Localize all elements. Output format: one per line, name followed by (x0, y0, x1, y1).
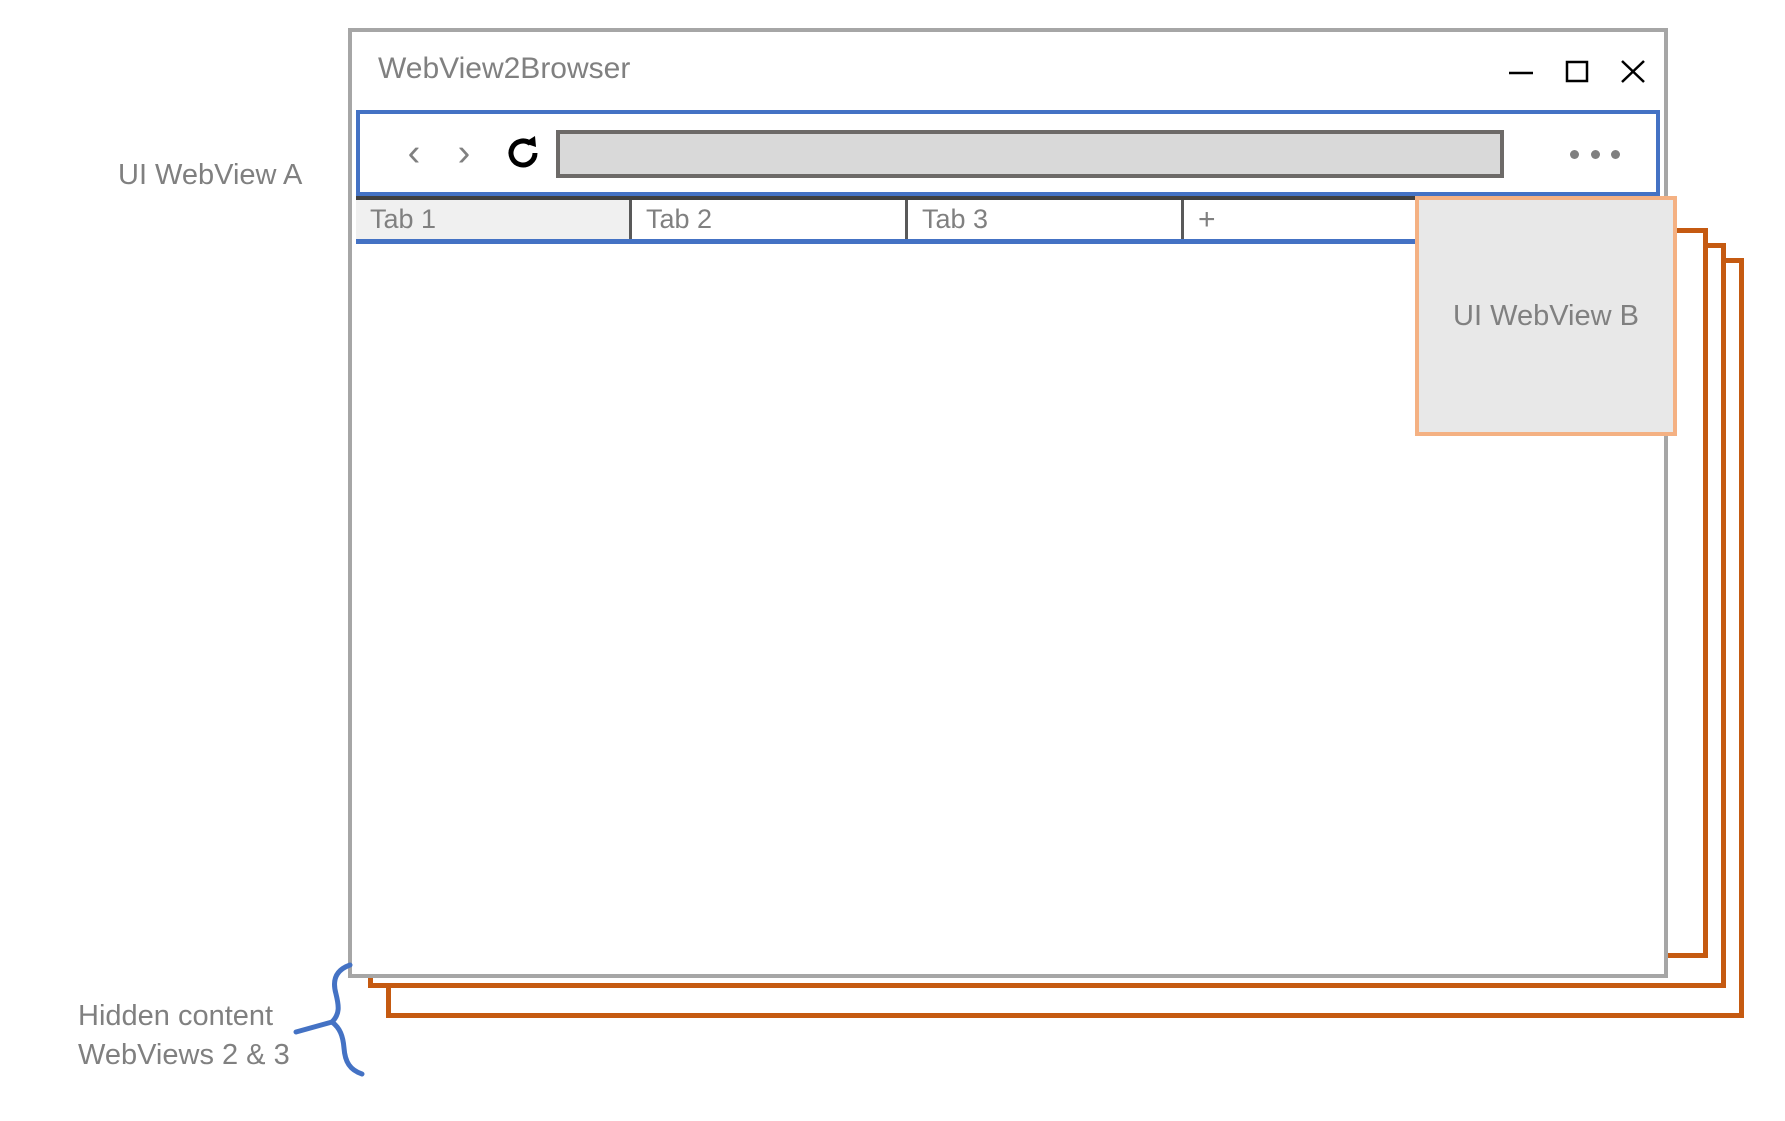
window-title: WebView2Browser (378, 52, 631, 85)
annotation-ui-webview-a-label: UI WebView A (118, 159, 303, 191)
minimize-icon (1509, 71, 1533, 75)
back-button[interactable]: ‹ (407, 132, 421, 174)
tab-label: Tab 2 (646, 204, 713, 234)
ellipsis-icon-dot-1 (1570, 149, 1579, 159)
address-bar[interactable] (556, 130, 1504, 178)
new-tab-label: + (1198, 202, 1216, 236)
ellipsis-icon-dot-3 (1611, 149, 1620, 159)
tab-item-2[interactable]: Tab 2 (632, 200, 908, 239)
app-window: WebView2Browser ‹ › (348, 28, 1668, 978)
tab-item-1[interactable]: Tab 1 (356, 200, 632, 239)
ui-webview-b-panel[interactable]: UI WebView B (1415, 196, 1677, 436)
more-options-button[interactable] (1570, 142, 1620, 166)
ellipsis-icon-dot-2 (1590, 149, 1600, 159)
maximize-button[interactable] (1560, 54, 1594, 88)
reload-icon (508, 136, 538, 168)
tab-label: Tab 3 (922, 204, 989, 234)
annotation-hidden-content-label: Hidden content WebViews 2 & 3 (78, 1000, 290, 1071)
ui-webview-b-label: UI WebView B (1453, 299, 1639, 332)
tab-item-3[interactable]: Tab 3 (908, 200, 1184, 239)
forward-button[interactable]: › (457, 132, 471, 174)
reload-button[interactable] (500, 130, 546, 176)
maximize-icon (1565, 60, 1589, 83)
close-button[interactable] (1616, 54, 1650, 88)
tab-label: Tab 1 (370, 204, 437, 234)
minimize-button[interactable] (1504, 54, 1538, 88)
curly-brace-icon (293, 962, 365, 1077)
close-icon (1621, 60, 1645, 83)
ui-webview-a-toolbar: ‹ › (356, 110, 1660, 196)
new-tab-button[interactable]: + (1184, 200, 1380, 239)
address-input[interactable] (560, 134, 1500, 174)
title-bar: WebView2Browser (352, 32, 1664, 110)
